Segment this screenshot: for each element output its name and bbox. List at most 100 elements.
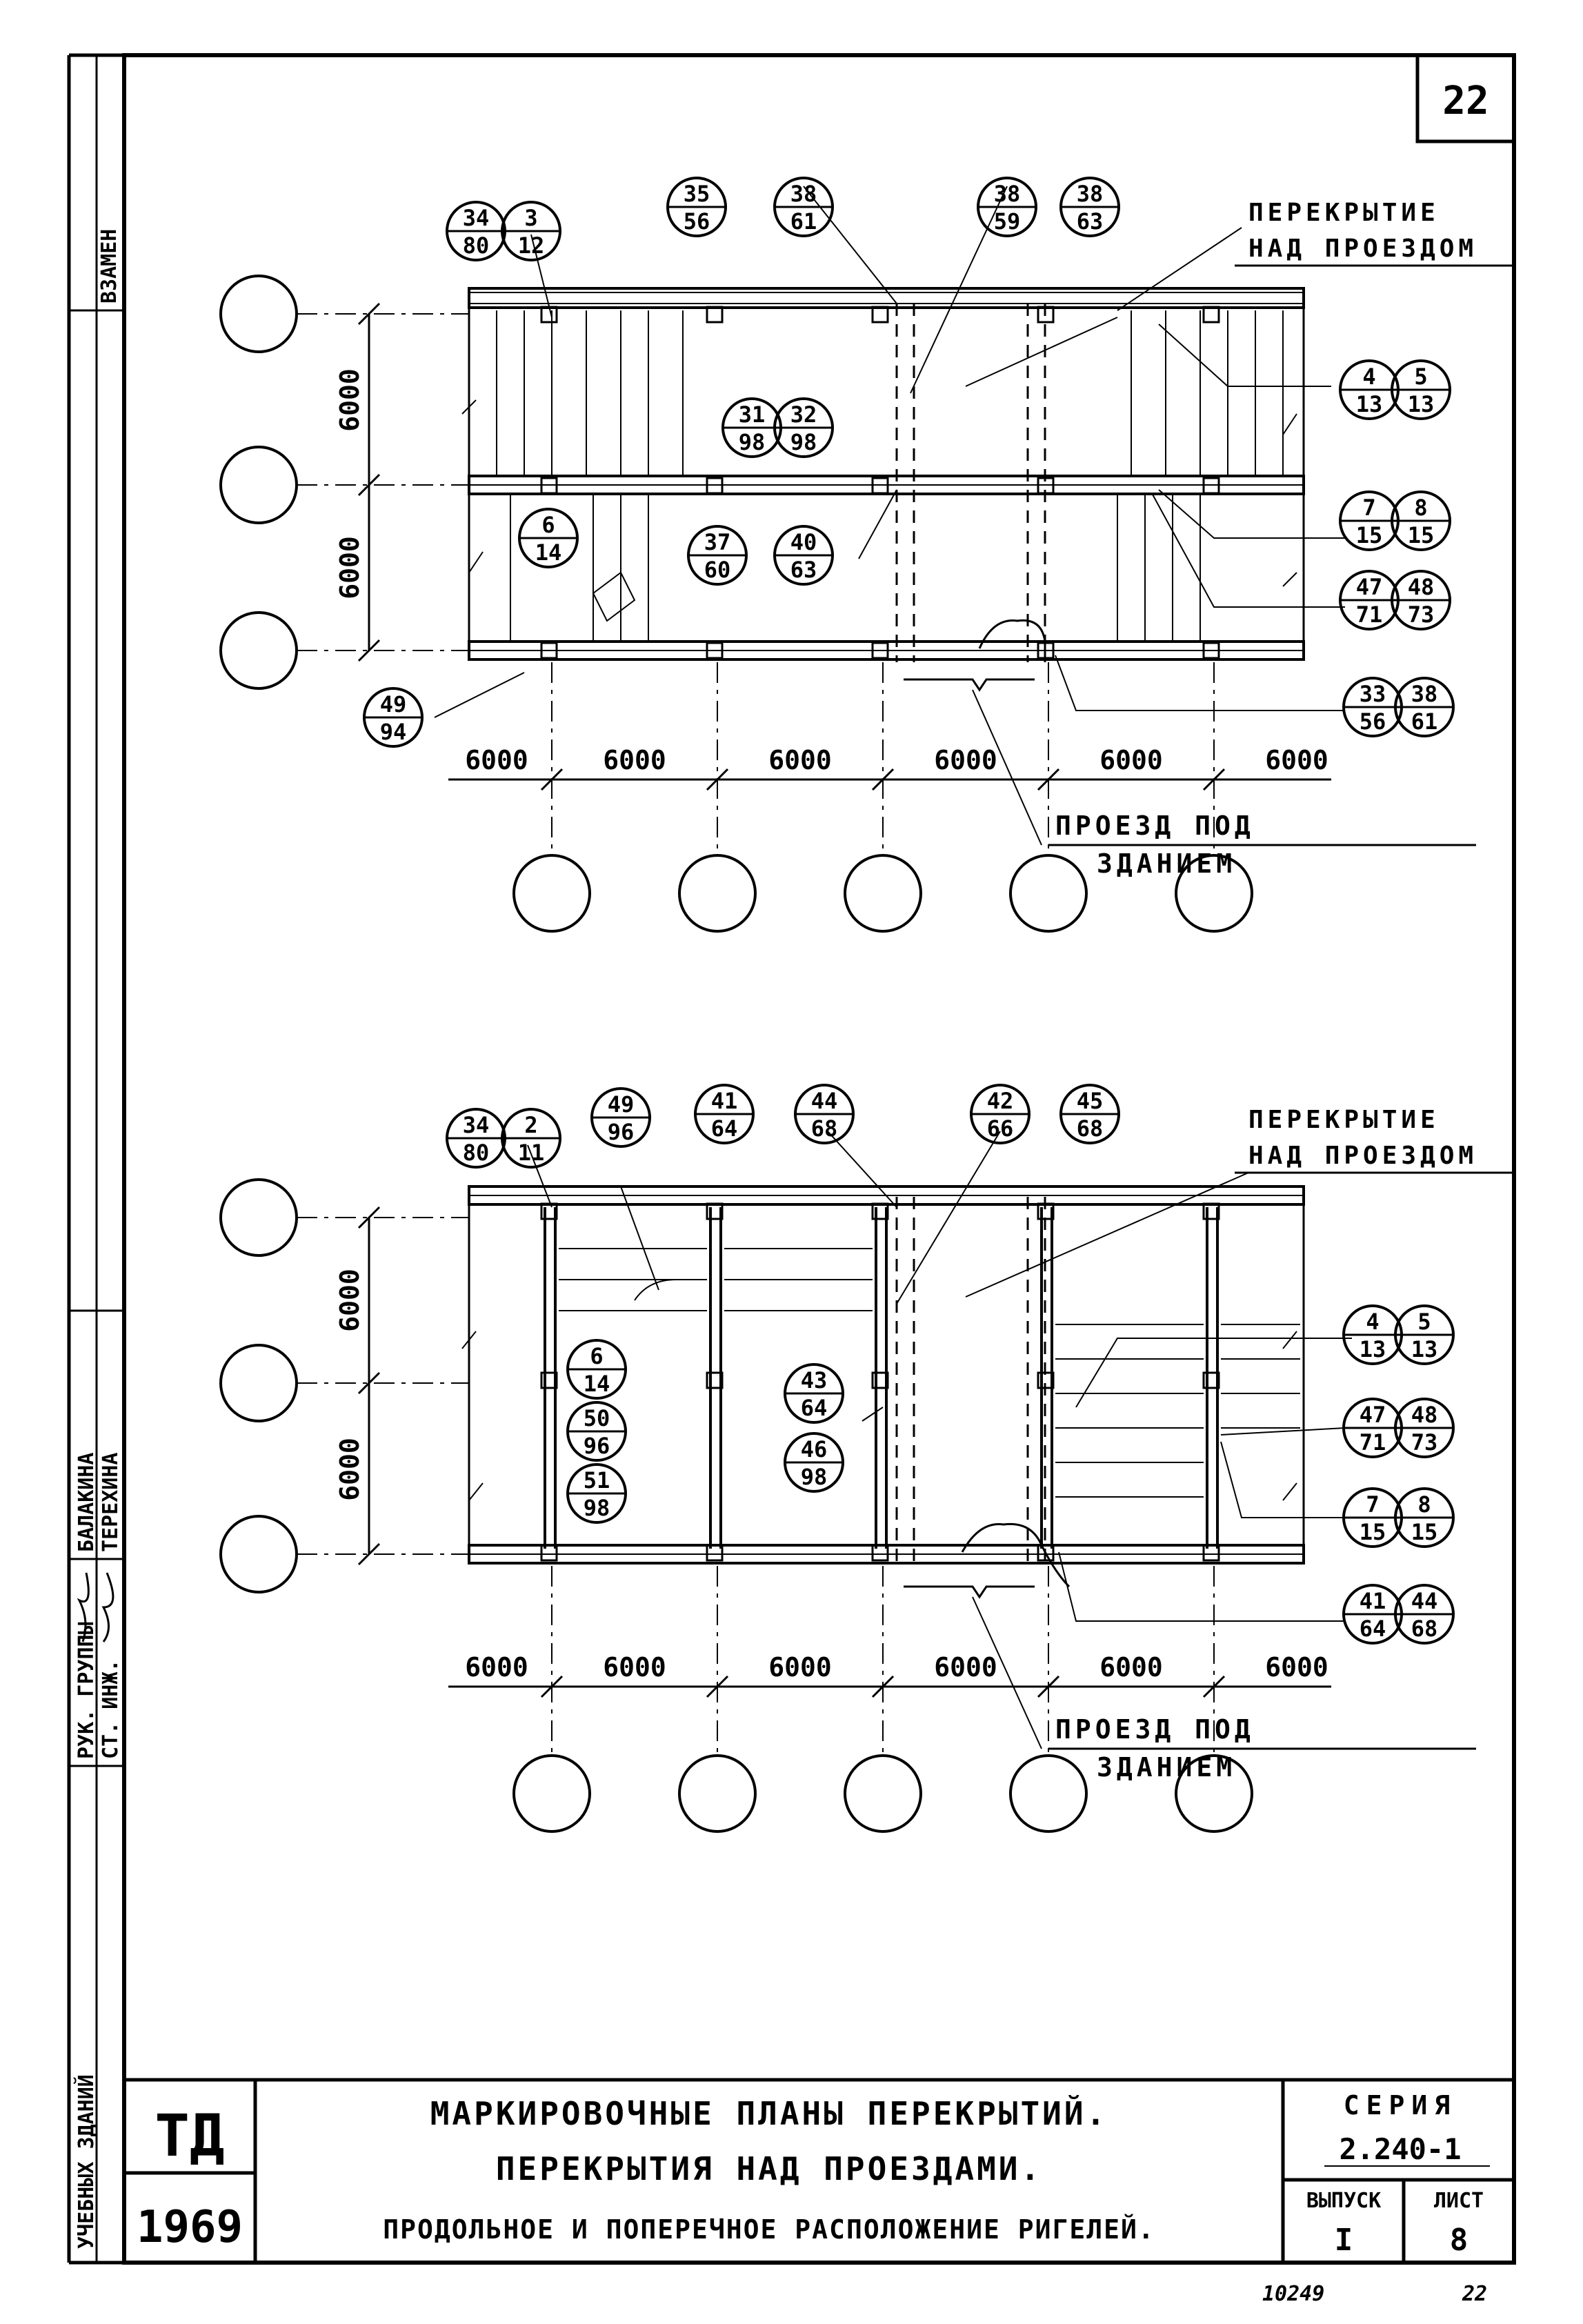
bottom-tag-top: 42: [987, 1088, 1014, 1114]
top-label-line-1: ПЕРЕКРЫТИЕ: [1248, 199, 1440, 227]
footer-page: 22: [1462, 2282, 1487, 2306]
bottom-tag-bottom: 64: [711, 1115, 738, 1142]
top-tag-circle: [1391, 359, 1451, 420]
top-tag-circle: [773, 397, 834, 458]
bottom-tag-circle: [784, 1432, 844, 1493]
top-tag-top: 37: [704, 529, 731, 555]
top-tag-bottom: 60: [704, 557, 731, 583]
bottom-tag-top: 43: [801, 1367, 828, 1393]
bottom-plan-tags: 3480211499641644468426645684135136145096…: [446, 1084, 1455, 1645]
stamp-name-1: БАЛАКИНА: [74, 1453, 99, 1553]
top-tag-bottom: 80: [463, 232, 490, 259]
bottom-tag-bottom: 96: [584, 1433, 610, 1459]
bottom-tag-bottom: 98: [801, 1464, 828, 1490]
top-tag-circle: [773, 177, 834, 237]
bottom-tag-top: 50: [584, 1405, 610, 1431]
bottom-tag-bottom: 13: [1360, 1336, 1386, 1362]
top-passage-line-1: ПРОЕЗД ПОД: [1055, 811, 1255, 841]
bottom-dim-h-5: 6000: [1099, 1652, 1163, 1682]
stamp-name-2: ТЕРЕХИНА: [99, 1453, 123, 1553]
bottom-passage-line-1: ПРОЕЗД ПОД: [1055, 1714, 1255, 1745]
bottom-tag-bottom: 11: [518, 1140, 545, 1166]
bottom-plan-structure: [219, 1131, 1514, 1833]
bottom-dim-v-1: 6000: [335, 1269, 365, 1332]
bottom-tag-top: 8: [1417, 1491, 1431, 1518]
top-tag-top: 34: [463, 205, 490, 231]
bottom-tag-bottom: 96: [608, 1119, 635, 1145]
top-dim-h-2: 6000: [603, 745, 666, 775]
bottom-dim-h-3: 6000: [768, 1652, 832, 1682]
top-tag-bottom: 63: [790, 557, 817, 583]
top-tag-circle: [666, 177, 727, 237]
bottom-tag-bottom: 71: [1360, 1429, 1386, 1456]
sheet-label: ЛИСТ: [1434, 2189, 1484, 2213]
bottom-tag-top: 5: [1417, 1309, 1431, 1335]
top-tag-bottom: 94: [380, 719, 407, 745]
top-tag-bottom: 63: [1077, 208, 1104, 235]
title-block: ТД 1969 МАРКИРОВОЧНЫЕ ПЛАНЫ ПЕРЕКРЫТИЙ. …: [124, 2078, 1514, 2306]
bottom-dim-h-6: 6000: [1265, 1652, 1328, 1682]
bottom-tag-top: 48: [1411, 1402, 1438, 1428]
bottom-tag-circle: [694, 1084, 755, 1144]
bottom-tag-top: 41: [1360, 1588, 1386, 1614]
top-tag-bottom: 56: [1360, 708, 1386, 735]
bottom-tag-bottom: 73: [1411, 1429, 1438, 1456]
top-tag-bottom: 59: [994, 208, 1021, 235]
bottom-dim-v-2: 6000: [335, 1438, 365, 1501]
stamp-top-text: ВЗАМЕН: [97, 229, 121, 304]
top-dim-h-3: 6000: [768, 745, 832, 775]
top-tag-circle: [501, 201, 561, 261]
top-dim-h-1: 6000: [465, 745, 528, 775]
stamp-bottom-text: УЧЕБНЫХ ЗДАНИЙ: [74, 2074, 99, 2249]
bottom-tag-top: 7: [1366, 1491, 1379, 1518]
top-tag-top: 38: [994, 181, 1021, 207]
top-tag-top: 33: [1360, 681, 1386, 707]
top-tag-top: 5: [1414, 364, 1427, 390]
title-line-1: МАРКИРОВОЧНЫЕ ПЛАНЫ ПЕРЕКРЫТИЙ.: [430, 2095, 1108, 2132]
bottom-tag-top: 45: [1077, 1088, 1104, 1114]
title-year: 1969: [137, 2202, 243, 2253]
top-tag-top: 40: [790, 529, 817, 555]
signature-scribble: [77, 1572, 115, 1642]
side-stamp: ВЗАМЕН БАЛАКИНА ТЕРЕХИНА РУК. ГРУППЫ СТ.…: [74, 229, 123, 2249]
bottom-tag-top: 51: [584, 1467, 610, 1493]
series-value: 2.240-1: [1339, 2132, 1461, 2166]
bottom-tag-bottom: 98: [584, 1495, 610, 1521]
top-tag-bottom: 15: [1356, 522, 1383, 548]
top-tag-top: 38: [1077, 181, 1104, 207]
top-tag-bottom: 13: [1356, 391, 1383, 417]
bottom-tag-bottom: 64: [1360, 1616, 1386, 1642]
sheet-frame: [67, 53, 1516, 2265]
top-tag-bottom: 71: [1356, 602, 1383, 628]
top-dim-v-1: 6000: [335, 368, 365, 432]
top-dim-h-5: 6000: [1099, 745, 1163, 775]
bottom-dim-h-4: 6000: [934, 1652, 997, 1682]
bottom-tag-top: 44: [1411, 1588, 1438, 1614]
bottom-plan: 3480211499641644468426645684135136145096…: [219, 1084, 1514, 1833]
bottom-tag-top: 6: [590, 1343, 603, 1369]
top-label-line-2: НАД ПРОЕЗДОМ: [1248, 235, 1477, 263]
top-dim-h-4: 6000: [934, 745, 997, 775]
bottom-label-line-2: НАД ПРОЕЗДОМ: [1248, 1142, 1477, 1170]
top-dim-h-6: 6000: [1265, 745, 1328, 775]
bottom-plan-texts: ПЕРЕКРЫТИЕ НАД ПРОЕЗДОМ ПРОЕЗД ПОД ЗДАНИ…: [335, 1106, 1477, 1782]
bottom-tag-circle: [1059, 1084, 1120, 1144]
top-tag-circle: [977, 177, 1037, 237]
top-tag-circle: [687, 525, 748, 586]
bottom-tag-circle: [970, 1084, 1031, 1144]
top-tag-top: 3: [524, 205, 537, 231]
top-passage-line-2: ЗДАНИЕМ: [1097, 848, 1236, 879]
footer-number: 10249: [1262, 2282, 1324, 2306]
bottom-tag-bottom: 68: [1411, 1616, 1438, 1642]
top-tag-top: 49: [380, 691, 407, 717]
top-tag-top: 48: [1408, 574, 1435, 600]
bottom-tag-bottom: 15: [1360, 1519, 1386, 1545]
bottom-tag-top: 34: [463, 1112, 490, 1138]
bottom-tag-top: 44: [811, 1088, 838, 1114]
top-tag-top: 6: [541, 512, 555, 538]
bottom-tag-circle: [1394, 1304, 1455, 1365]
top-plan-structure: [219, 186, 1514, 933]
bottom-tag-bottom: 80: [463, 1140, 490, 1166]
bottom-tag-top: 46: [801, 1436, 828, 1462]
